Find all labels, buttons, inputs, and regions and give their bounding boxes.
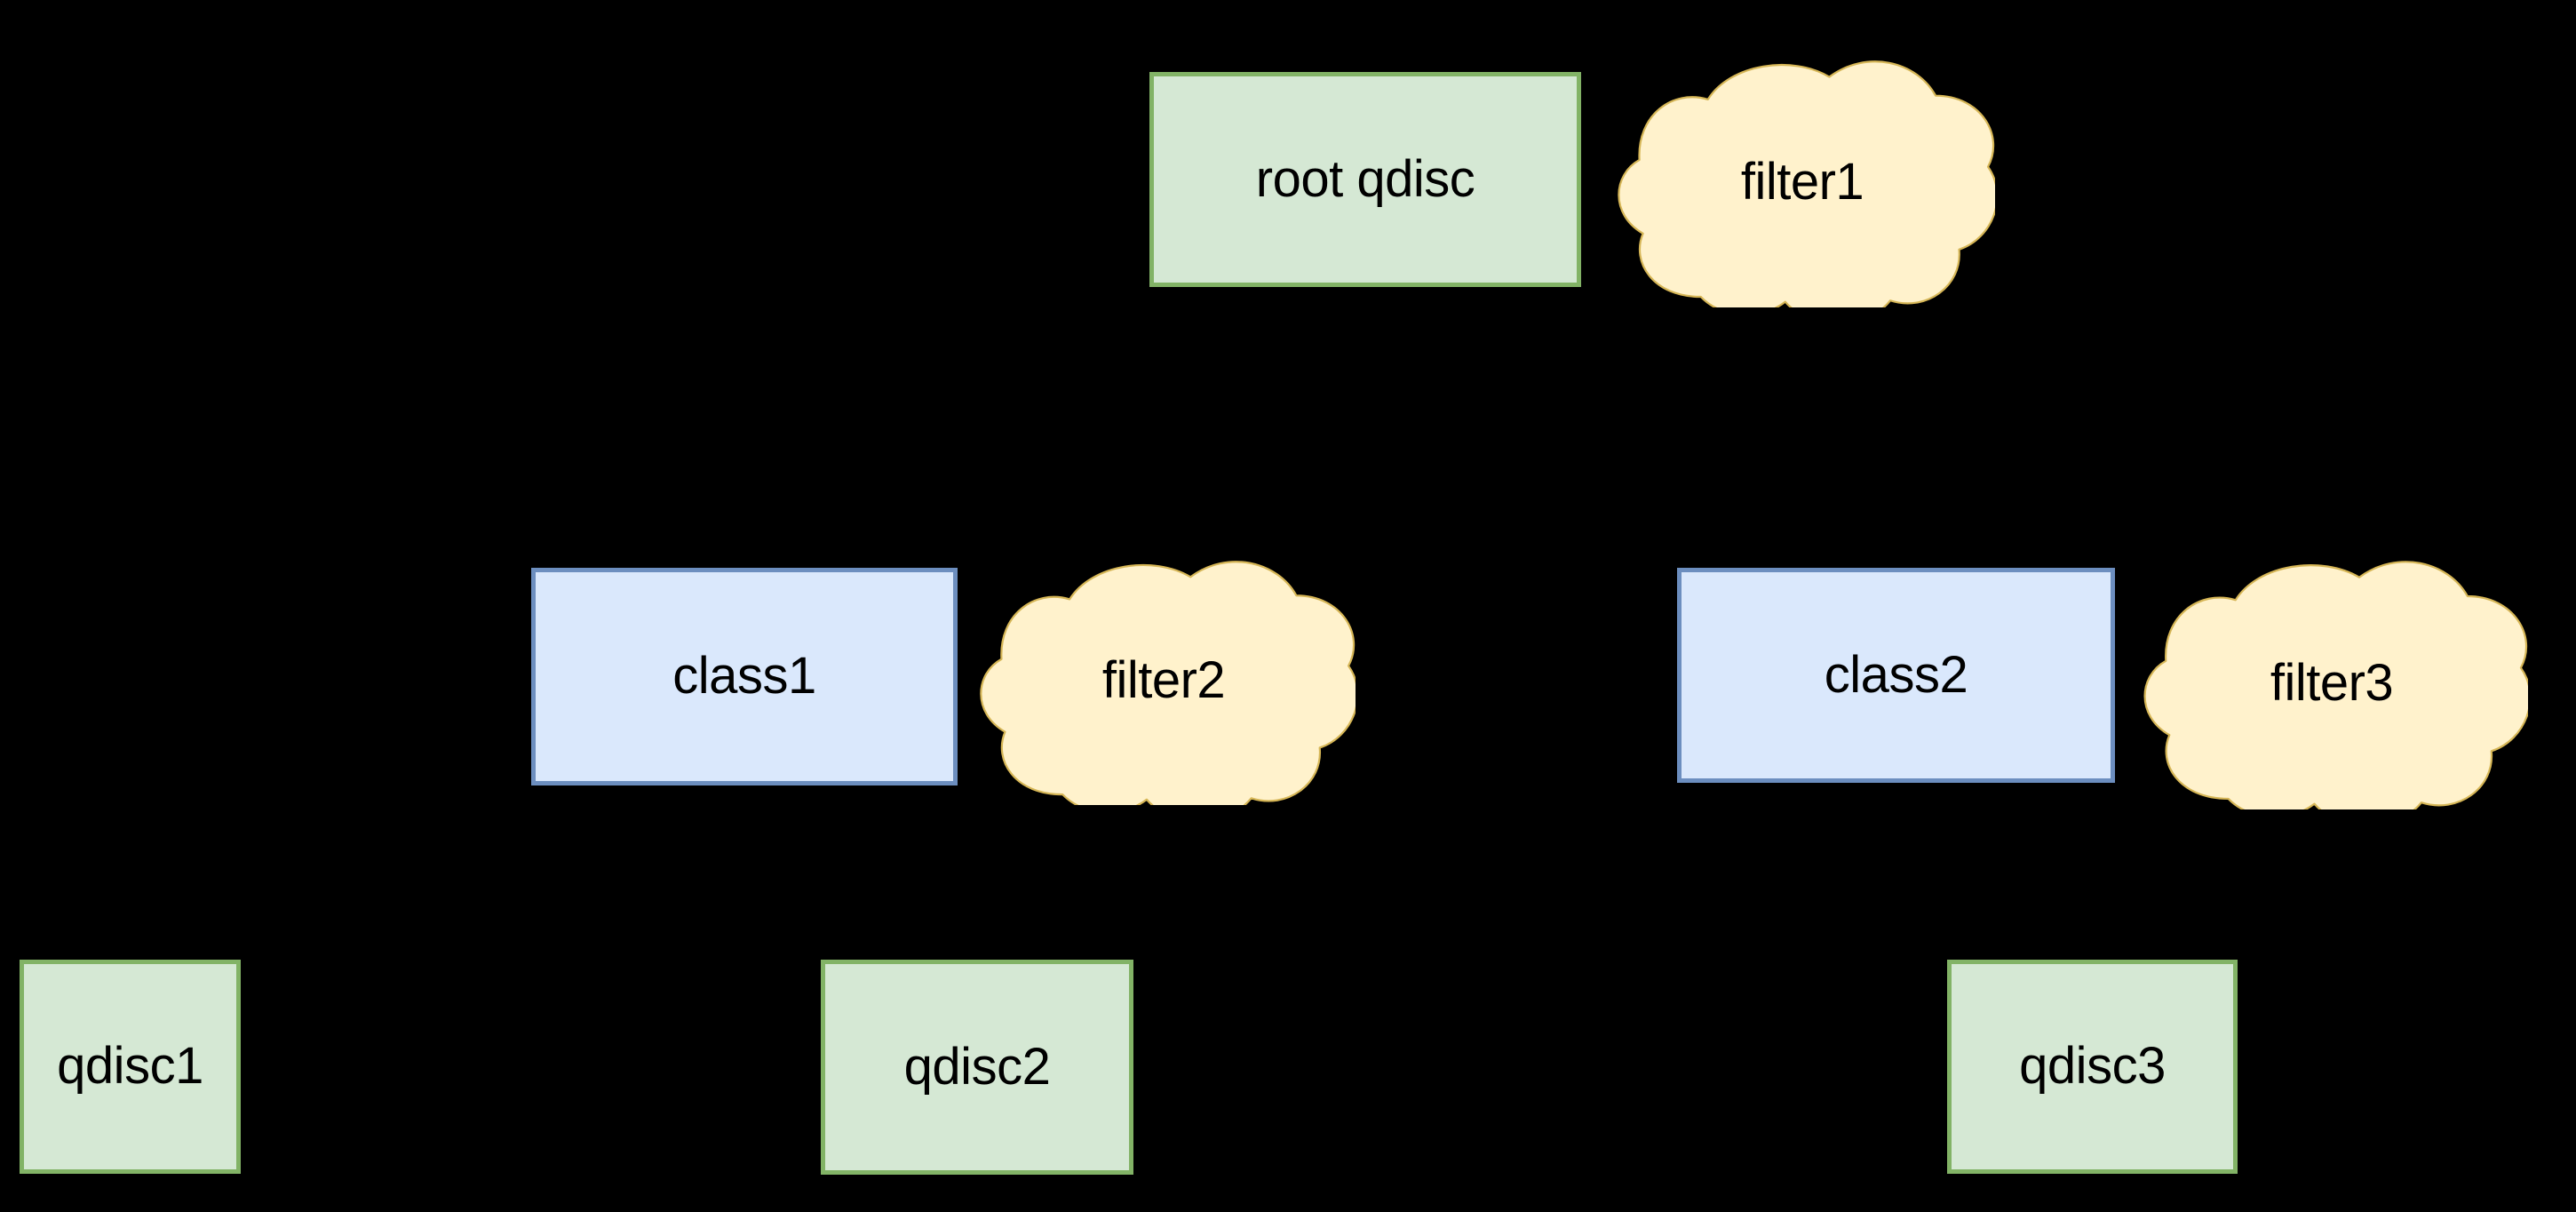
node-qdisc2[interactable]: qdisc2 — [821, 960, 1133, 1175]
node-filter1-label: filter1 — [1740, 152, 1864, 211]
node-qdisc3-label: qdisc3 — [2019, 1037, 2166, 1096]
node-root-qdisc[interactable]: root qdisc — [1149, 72, 1581, 287]
edge-class2-to-root — [1339, 281, 1898, 568]
edge-qdisc1-to-class1 — [127, 780, 771, 960]
cloud-shape-icon — [972, 557, 1356, 805]
edge-qdisc3-to-class2 — [1869, 777, 2095, 960]
node-root-qdisc-label: root qdisc — [1255, 149, 1475, 208]
edge-qdisc2-to-class1 — [718, 780, 980, 960]
node-qdisc3[interactable]: qdisc3 — [1947, 960, 2238, 1174]
node-qdisc2-label: qdisc2 — [903, 1037, 1051, 1096]
node-class2-label: class2 — [1824, 645, 1968, 704]
cloud-shape-icon — [1610, 57, 1995, 307]
node-filter3[interactable]: filter3 — [2135, 557, 2528, 809]
node-filter2-label: filter2 — [1101, 651, 1226, 710]
edge-class1-to-root — [742, 281, 1392, 568]
node-qdisc1[interactable]: qdisc1 — [20, 960, 241, 1174]
node-class2[interactable]: class2 — [1677, 568, 2115, 783]
node-class1-label: class1 — [672, 647, 816, 706]
node-filter1[interactable]: filter1 — [1610, 57, 1995, 307]
node-filter2[interactable]: filter2 — [972, 557, 1356, 805]
node-class1[interactable]: class1 — [531, 568, 958, 785]
cloud-shape-icon — [2135, 557, 2528, 809]
node-filter3-label: filter3 — [2270, 653, 2394, 712]
node-qdisc1-label: qdisc1 — [57, 1037, 203, 1096]
